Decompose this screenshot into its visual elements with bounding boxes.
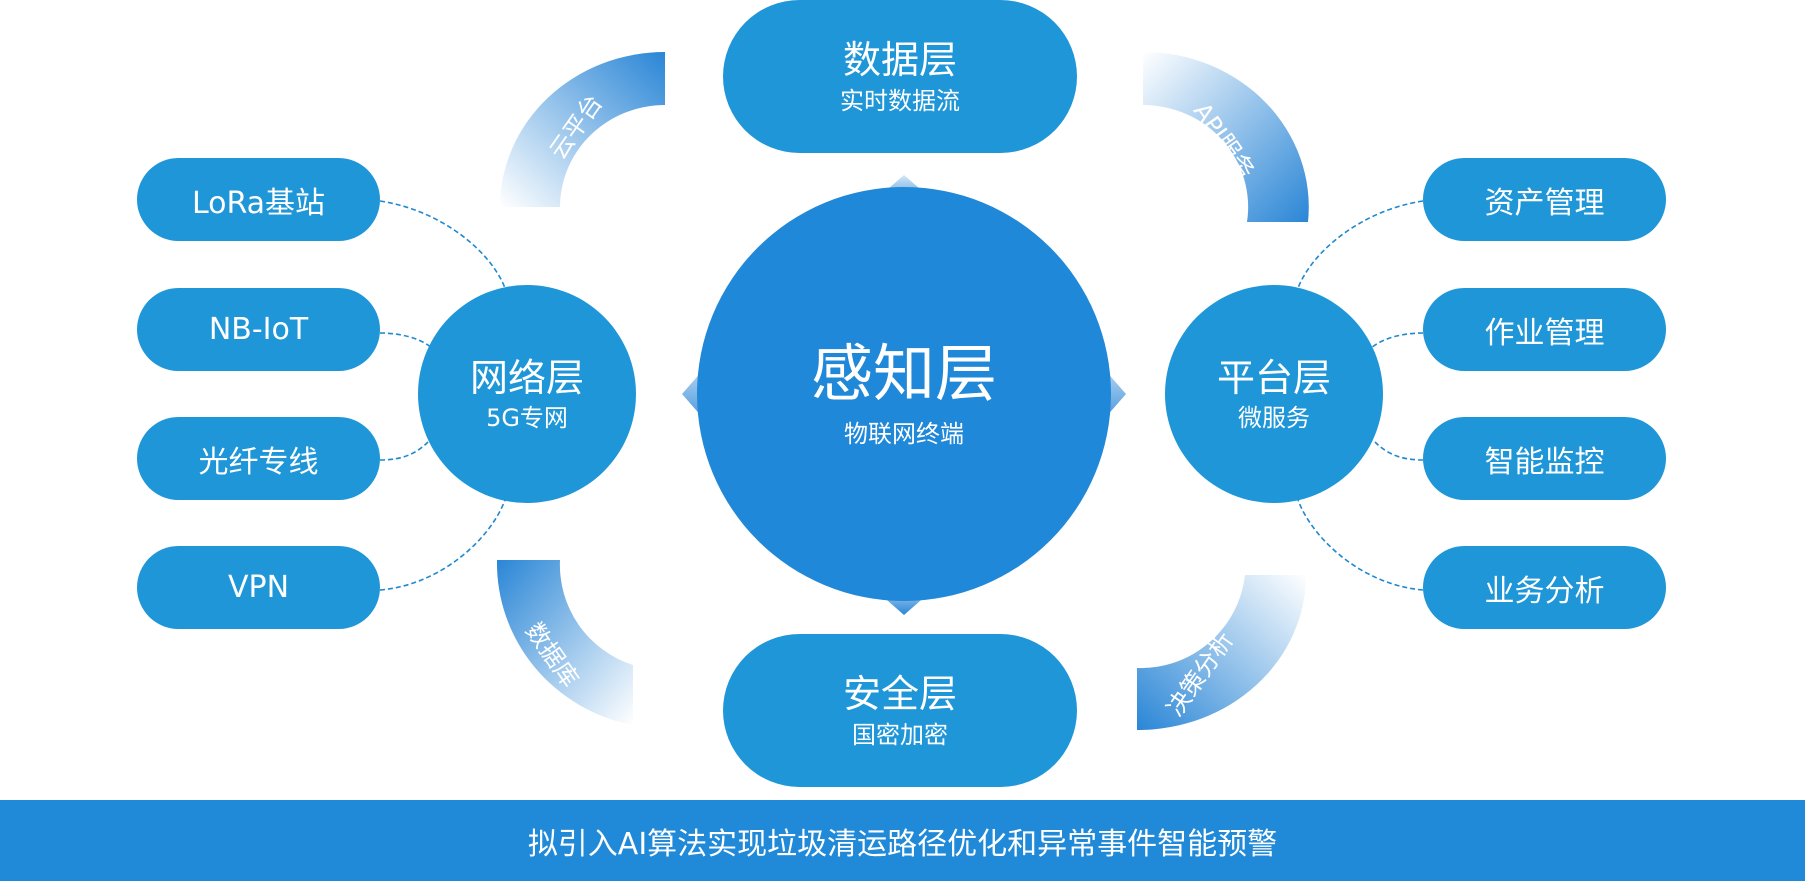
security-layer-title: 安全层 xyxy=(842,671,957,716)
arc-band-bottom-right xyxy=(1137,575,1306,731)
perception-layer-node[interactable]: 感知层 物联网终端 xyxy=(697,187,1111,601)
perception-layer-title: 感知层 xyxy=(810,337,997,410)
footer-text: 拟引入AI算法实现垃圾清运路径优化和异常事件智能预警 xyxy=(527,826,1278,862)
network-item-nb-iot[interactable]: NB-IoT xyxy=(137,288,380,371)
platform-item-asset-management[interactable]: 资产管理 xyxy=(1423,158,1666,241)
network-item-fiber[interactable]: 光纤专线 xyxy=(137,417,380,500)
perception-layer-subtitle: 物联网终端 xyxy=(844,420,964,448)
network-layer-node[interactable]: 网络层 5G专网 xyxy=(418,285,636,503)
platform-item-operation-management[interactable]: 作业管理 xyxy=(1423,288,1666,371)
network-layer-subtitle: 5G专网 xyxy=(486,404,568,432)
network-item-vpn[interactable]: VPN xyxy=(137,546,380,629)
arc-band-top-right xyxy=(1143,51,1309,222)
data-layer-title: 数据层 xyxy=(842,37,957,82)
platform-layer-subtitle: 微服务 xyxy=(1238,404,1310,432)
platform-layer-node[interactable]: 平台层 微服务 xyxy=(1165,285,1383,503)
network-layer-title: 网络层 xyxy=(469,356,584,400)
security-layer-subtitle: 国密加密 xyxy=(852,720,948,749)
platform-item-business-analysis[interactable]: 业务分析 xyxy=(1423,546,1666,629)
data-layer-node[interactable]: 数据层 实时数据流 xyxy=(723,0,1077,153)
network-item-lora[interactable]: LoRa基站 xyxy=(137,158,380,241)
security-layer-node[interactable]: 安全层 国密加密 xyxy=(723,634,1077,787)
platform-item-smart-monitoring[interactable]: 智能监控 xyxy=(1423,417,1666,500)
platform-layer-title: 平台层 xyxy=(1216,356,1331,400)
data-layer-subtitle: 实时数据流 xyxy=(840,86,960,115)
arc-band-bottom-left xyxy=(496,560,633,725)
footer-banner: 拟引入AI算法实现垃圾清运路径优化和异常事件智能预警 xyxy=(0,800,1805,881)
arc-band-top-left xyxy=(500,52,665,207)
